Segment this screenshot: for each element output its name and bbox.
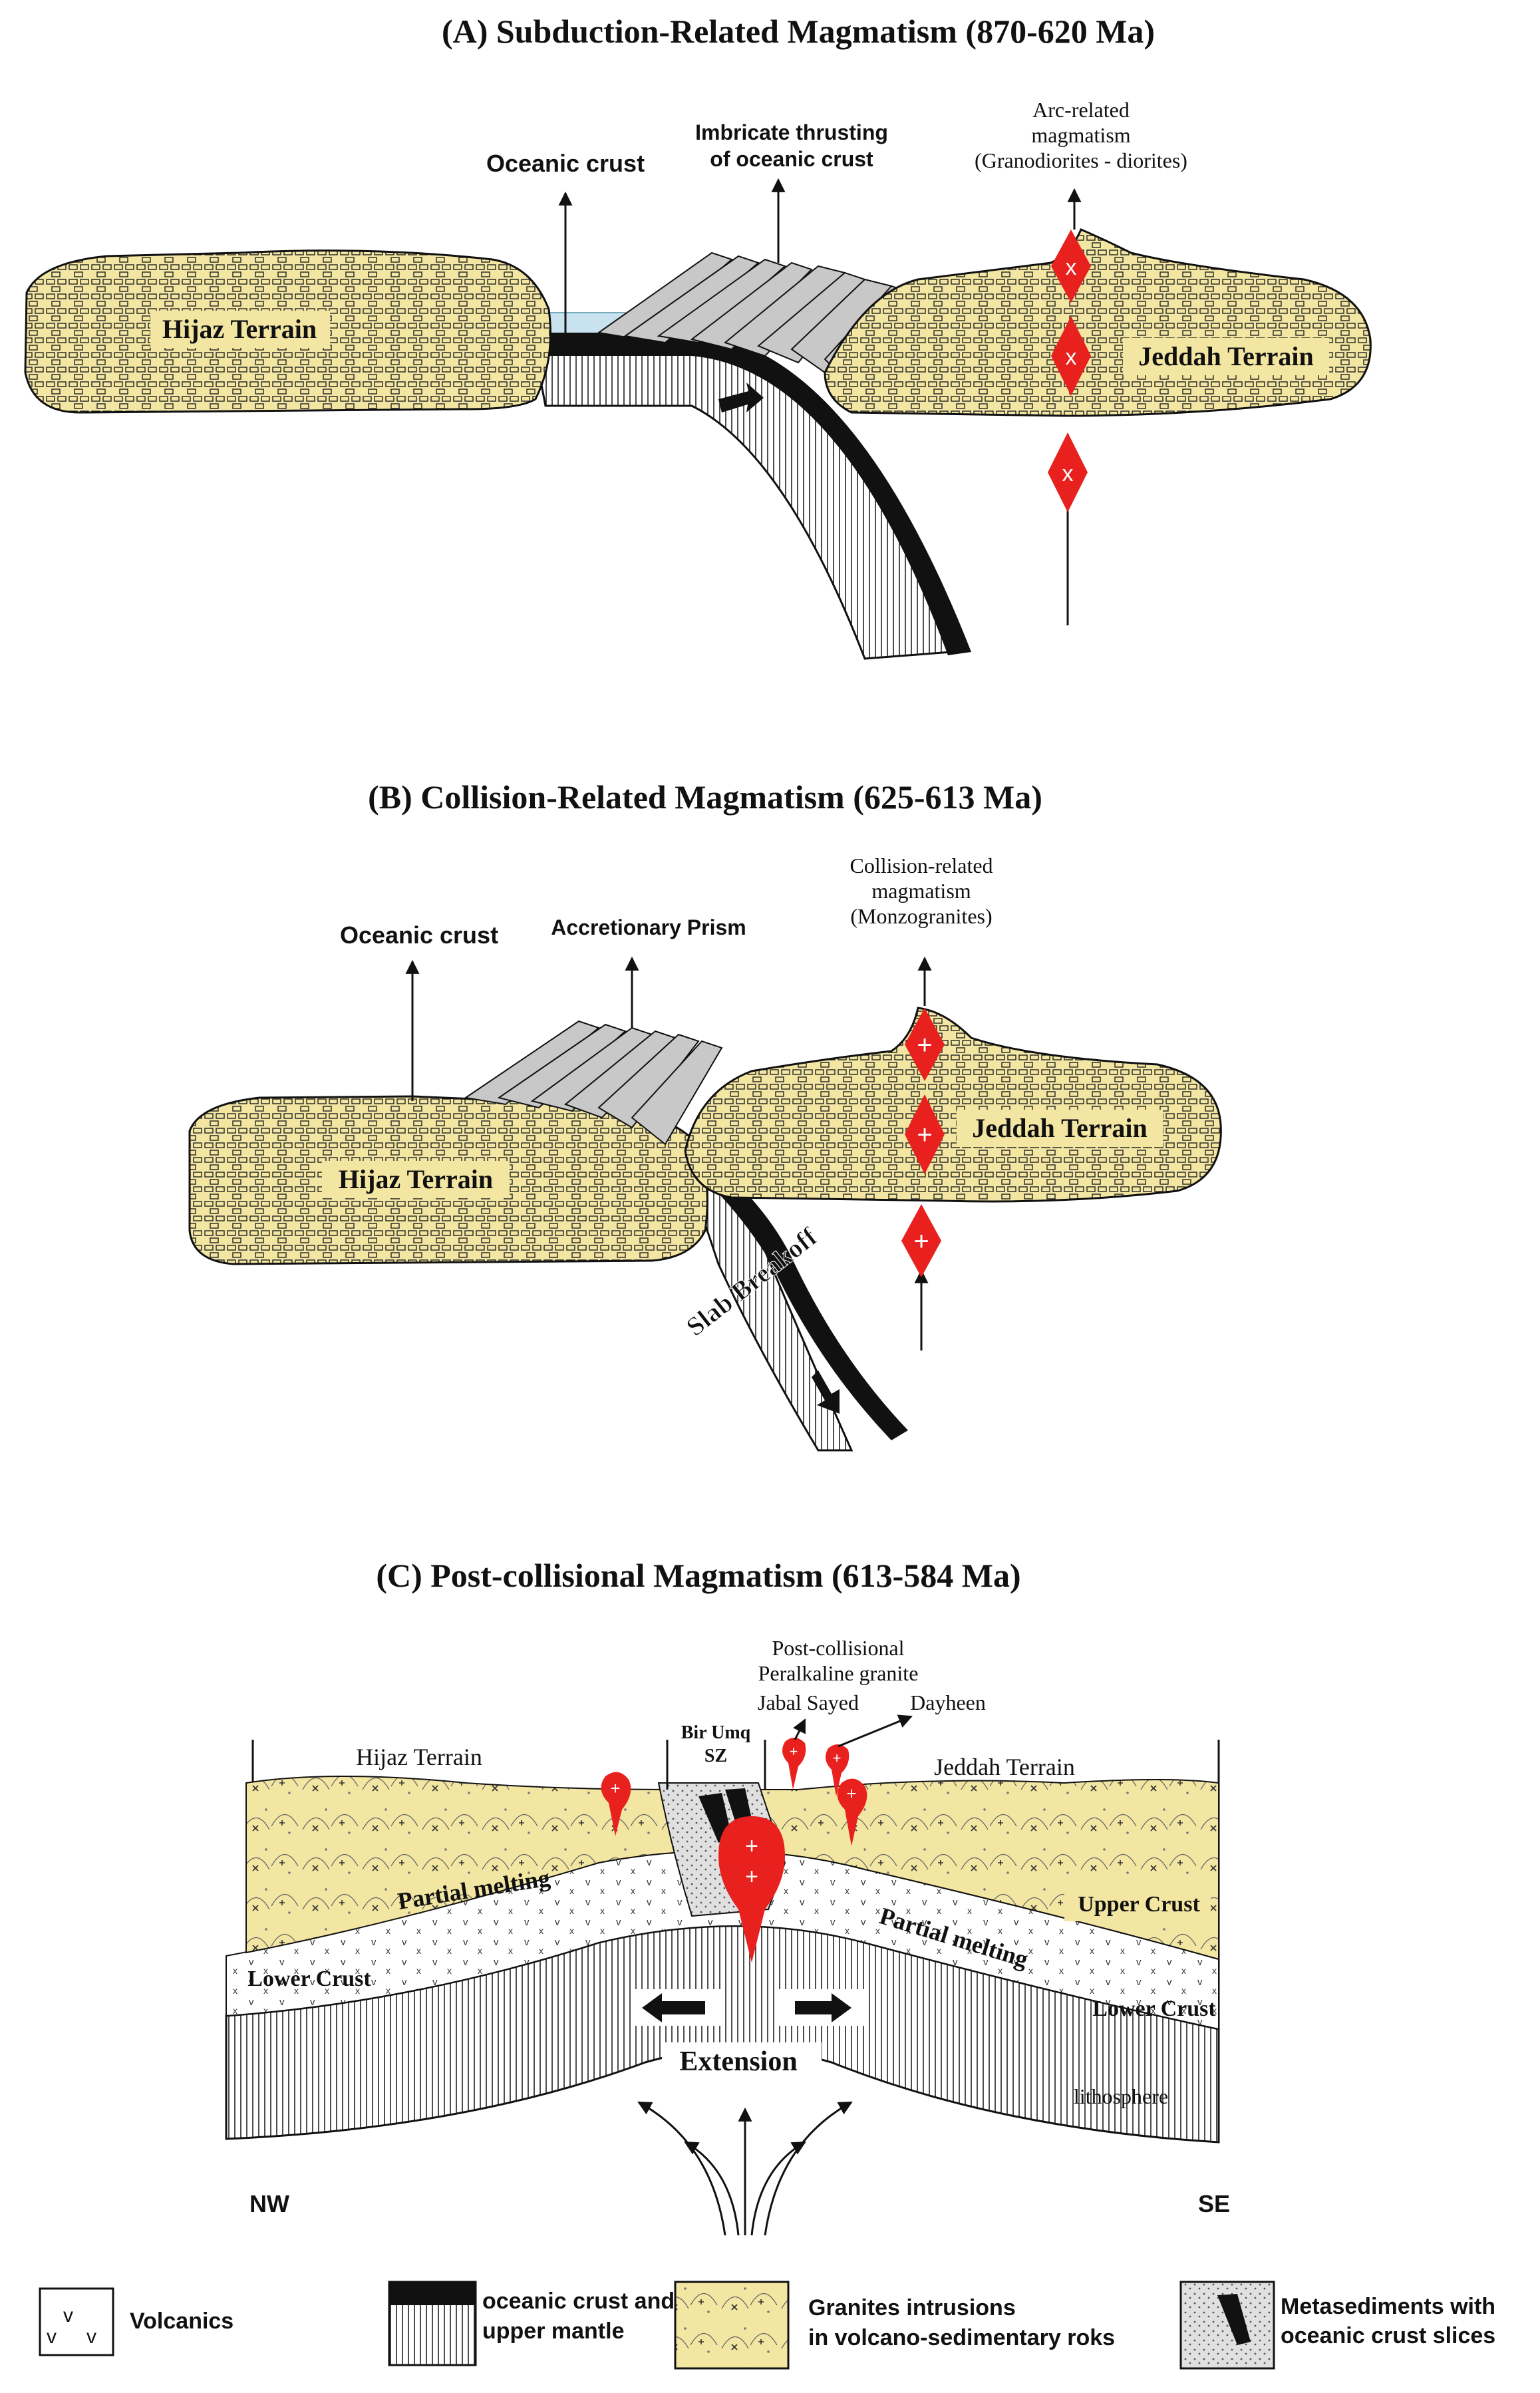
dayheen-arrow [838,1714,913,1748]
imbricate-label-a-line1: Imbricate thrusting [695,120,888,144]
accretionary-prism-b [464,1020,723,1146]
legend-volcanics-swatch [39,2287,114,2356]
se-label: SE [1198,2190,1230,2217]
dayheen-label: Dayheen [910,1690,986,1714]
svg-text:+: + [846,1784,856,1804]
svg-text:v: v [47,2326,57,2348]
svg-text:v: v [86,2326,96,2348]
legend-granites-swatch [674,2281,790,2370]
collision-label-b-line3: (Monzogranites) [850,904,992,928]
svg-text:+: + [790,1743,798,1760]
jeddah-terrain-label-a: Jeddah Terrain [1138,341,1313,371]
panel-a-title: (A) Subduction-Related Magmatism (870-62… [442,13,1155,50]
svg-text:+: + [917,1120,932,1150]
svg-text:x: x [1062,461,1074,486]
arc-label-a-line1: Arc-related [1032,98,1130,122]
upwelling-arrows [637,2101,853,2236]
bir-umq-label-line1: Bir Umq [681,1722,751,1743]
extension-arrow-left [642,1993,705,2022]
collision-label-b-line2: magmatism [871,879,971,903]
bir-umq-label-line2: SZ [704,1746,727,1766]
legend: v v v Volcanics oceanic crust and upper … [39,2281,1495,2370]
jeddah-terrain-label-b: Jeddah Terrain [972,1113,1147,1143]
hijaz-terrain-label-a: Hijaz Terrain [162,314,317,344]
extension-label: Extension [679,2046,797,2077]
legend-granites-label-line2: in volcano-sedimentary roks [808,2325,1115,2350]
svg-text:+: + [833,1750,842,1766]
oceanic-crust-label-a: Oceanic crust [486,150,645,177]
legend-metased-label-line2: oceanic crust slices [1281,2323,1495,2348]
legend-granites-label-line1: Granites intrusions [808,2295,1016,2320]
legend-metased-label-line1: Metasediments with [1281,2294,1495,2319]
svg-text:+: + [745,1864,758,1889]
magma-bodies-a: x x x [1048,230,1091,625]
legend-volcanics-label: Volcanics [130,2309,233,2334]
svg-text:+: + [610,1778,620,1798]
legend-oceanic-label-line1: oceanic crust and [482,2289,675,2314]
subducting-slab-crust-a [532,333,971,655]
svg-text:x: x [1066,345,1077,370]
arc-label-a-line2: magmatism [1031,123,1130,147]
jeddah-terrain-b [684,1007,1222,1203]
oceanic-crust-label-b: Oceanic crust [340,921,498,949]
panel-b-title: (B) Collision-Related Magmatism (625-613… [368,778,1042,816]
extension-arrow-right [795,1993,851,2022]
jeddah-terrain-label-c: Jeddah Terrain [934,1754,1075,1780]
imbricate-label-a-line2: of oceanic crust [710,147,873,171]
hijaz-terrain-label-b: Hijaz Terrain [339,1164,493,1194]
slab-crust-b [672,1134,908,1440]
svg-text:+: + [745,1834,758,1859]
magma-bodies-b: + + + [901,1008,945,1351]
magma-bodies-c: + + + + + + [601,1737,867,1963]
jabal-sayed-label: Jabal Sayed [758,1690,859,1714]
svg-text:v: v [63,2305,73,2326]
jabal-sayed-arrow [793,1718,806,1740]
hijaz-terrain-label-c: Hijaz Terrain [356,1744,482,1770]
arc-label-a-line3: (Granodiorites - diorites) [975,148,1187,172]
jeddah-terrain-a [824,228,1372,417]
svg-text:x: x [1066,255,1077,280]
slab-motion-arrow-b [812,1370,840,1414]
upper-crust-label: Upper Crust [1078,1892,1200,1917]
prism-label-b: Accretionary Prism [551,915,746,939]
upper-crust-c [245,1776,1219,1961]
nw-label: NW [249,2190,289,2217]
subduction-direction-arrow-a [718,383,764,412]
panel-c-title: (C) Post-collisional Magmatism (613-584 … [376,1557,1020,1594]
collision-label-b-line1: Collision-related [849,854,993,877]
lithosphere-label: lithosphere [1074,2084,1168,2108]
svg-text:+: + [917,1031,932,1060]
lower-crust-left: Lower Crust [247,1967,371,1991]
lower-crust-right: Lower Crust [1092,1996,1216,2021]
svg-text:+: + [913,1227,929,1256]
post-collisional-label-line2: Peralkaline granite [758,1661,919,1685]
legend-oceanic-label-line2: upper mantle [482,2318,624,2344]
post-collisional-label-line1: Post-collisional [772,1636,904,1660]
